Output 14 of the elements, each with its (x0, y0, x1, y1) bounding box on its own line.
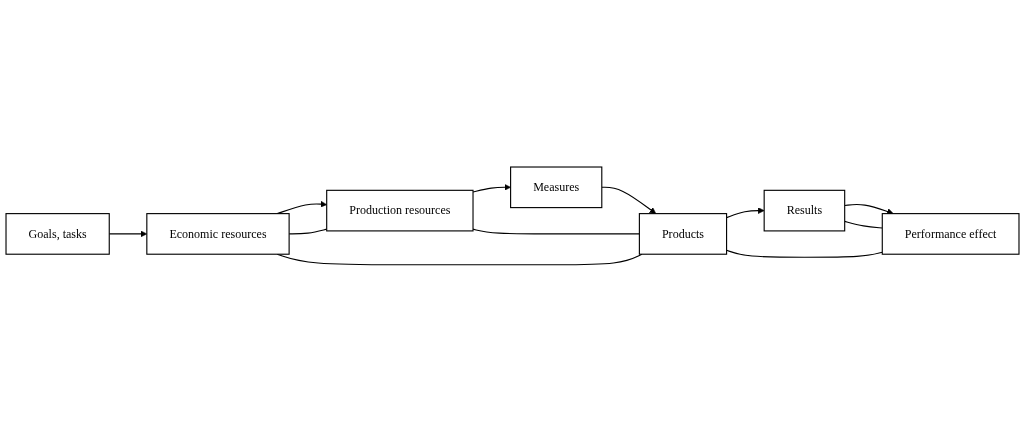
connector (472, 228, 640, 235)
node-box: Measures (510, 166, 603, 209)
node-box: Products (638, 213, 728, 255)
arrow (472, 184, 511, 193)
arrow (601, 186, 657, 215)
node-box: Performance effect (881, 213, 1020, 255)
node-box: Economic resources (146, 213, 290, 255)
node-box: Production resources (326, 189, 474, 232)
connector (726, 249, 883, 258)
connector (844, 220, 883, 229)
arrow (726, 207, 765, 219)
arrow (844, 204, 894, 215)
node-box: Results (763, 189, 846, 232)
node-box: Goals, tasks (5, 213, 110, 255)
